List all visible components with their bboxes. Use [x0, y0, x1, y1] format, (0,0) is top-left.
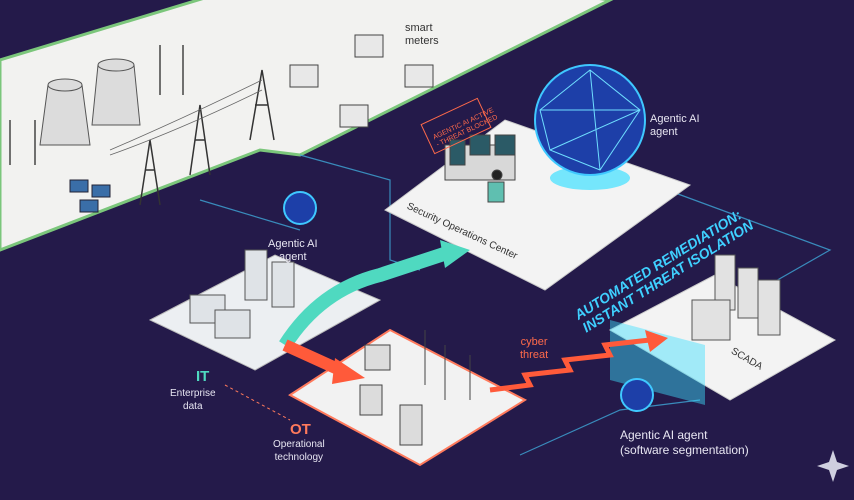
cooling-towers — [39, 58, 141, 146]
sparkle-icon — [817, 450, 849, 482]
houses — [289, 34, 434, 128]
it-platform — [148, 254, 382, 371]
ot-label: OT — [290, 421, 311, 438]
alert-box — [420, 97, 492, 155]
smart-meters-label: smart meters — [405, 22, 439, 47]
operational-technology-label: Operational technology — [273, 439, 325, 463]
transmission-towers — [109, 69, 275, 206]
it-label: IT — [196, 368, 210, 385]
agentic-ai-top-label: Agentic AI agent — [650, 113, 700, 138]
soc-desk — [444, 134, 516, 203]
agentic-ai-left-label: Agentic AI agent — [268, 238, 318, 263]
ot-arrow — [282, 339, 343, 376]
cyber-threat-zigzag — [489, 337, 651, 393]
it-data-arrow — [279, 245, 453, 349]
cyber-threat-label: cyber threat — [520, 336, 549, 361]
wind-turbines — [9, 45, 184, 165]
ot-equipment — [359, 330, 471, 446]
agentic-ai-sphere-icon — [534, 64, 646, 190]
agentic-ai-segmentation-icon — [620, 378, 654, 412]
ot-platform — [288, 328, 528, 467]
solar-panels — [69, 179, 111, 213]
agentic-ai-agent-left-icon — [283, 191, 317, 225]
it-servers — [189, 249, 295, 339]
enterprise-data-label: Enterprise data — [170, 388, 216, 412]
scada-servers — [691, 254, 781, 341]
agentic-segmentation-label: Agentic AI agent (software segmentation) — [620, 428, 749, 457]
dashed-link — [224, 384, 291, 421]
it-arrowhead — [440, 240, 470, 268]
